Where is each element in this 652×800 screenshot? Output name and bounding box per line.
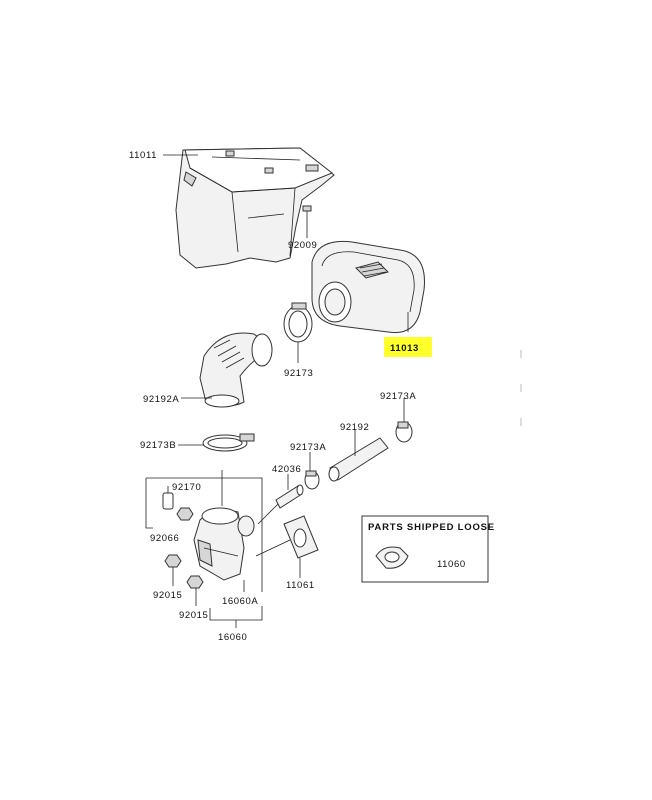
label-92173A-mid: 92173A: [290, 442, 326, 453]
highlight-marker: [384, 337, 432, 357]
label-11011: 11011: [129, 150, 157, 161]
label-11060: 11060: [437, 559, 466, 570]
hose-clamp-medium: [202, 433, 255, 452]
label-92173B: 92173B: [140, 440, 176, 451]
hose-clamp-small-mid: [304, 470, 320, 490]
air-cleaner-cover: [175, 147, 335, 269]
label-92173A-top: 92173A: [380, 391, 416, 402]
label-16060A: 16060A: [222, 596, 258, 607]
label-11061: 11061: [286, 580, 315, 591]
elbow-hose: [199, 332, 273, 408]
label-92170: 92170: [172, 482, 201, 493]
hose-clamp-small-top: [395, 421, 413, 443]
label-92015-left: 92015: [153, 590, 182, 601]
label-16060: 16060: [218, 632, 247, 643]
label-42036: 42036: [272, 464, 301, 475]
leader-lines: [145, 154, 434, 628]
nut-part: [176, 507, 194, 521]
hose-clamp-large: [283, 302, 313, 343]
label-92066: 92066: [150, 533, 179, 544]
label-92015-right: 92015: [179, 610, 208, 621]
nut-part-left: [164, 554, 182, 568]
breather-pipe: [275, 484, 304, 509]
label-92173: 92173: [284, 368, 313, 379]
box-title: PARTS SHIPPED LOOSE: [368, 522, 495, 533]
gasket-loose-part: [375, 546, 409, 569]
bolt-part: [162, 486, 174, 510]
nut-part-right: [186, 575, 204, 589]
intake-elbow: [193, 507, 255, 581]
parts-shipped-loose-box: PARTS SHIPPED LOOSE: [361, 515, 495, 583]
label-92009: 92009: [288, 240, 317, 251]
tube-hose: [328, 437, 389, 482]
label-92192: 92192: [340, 422, 369, 433]
air-filter-element: [311, 240, 425, 334]
screw-part: [302, 205, 312, 226]
gasket-part: [283, 515, 319, 559]
label-92192A: 92192A: [143, 394, 179, 405]
label-11013: 11013: [390, 343, 419, 354]
